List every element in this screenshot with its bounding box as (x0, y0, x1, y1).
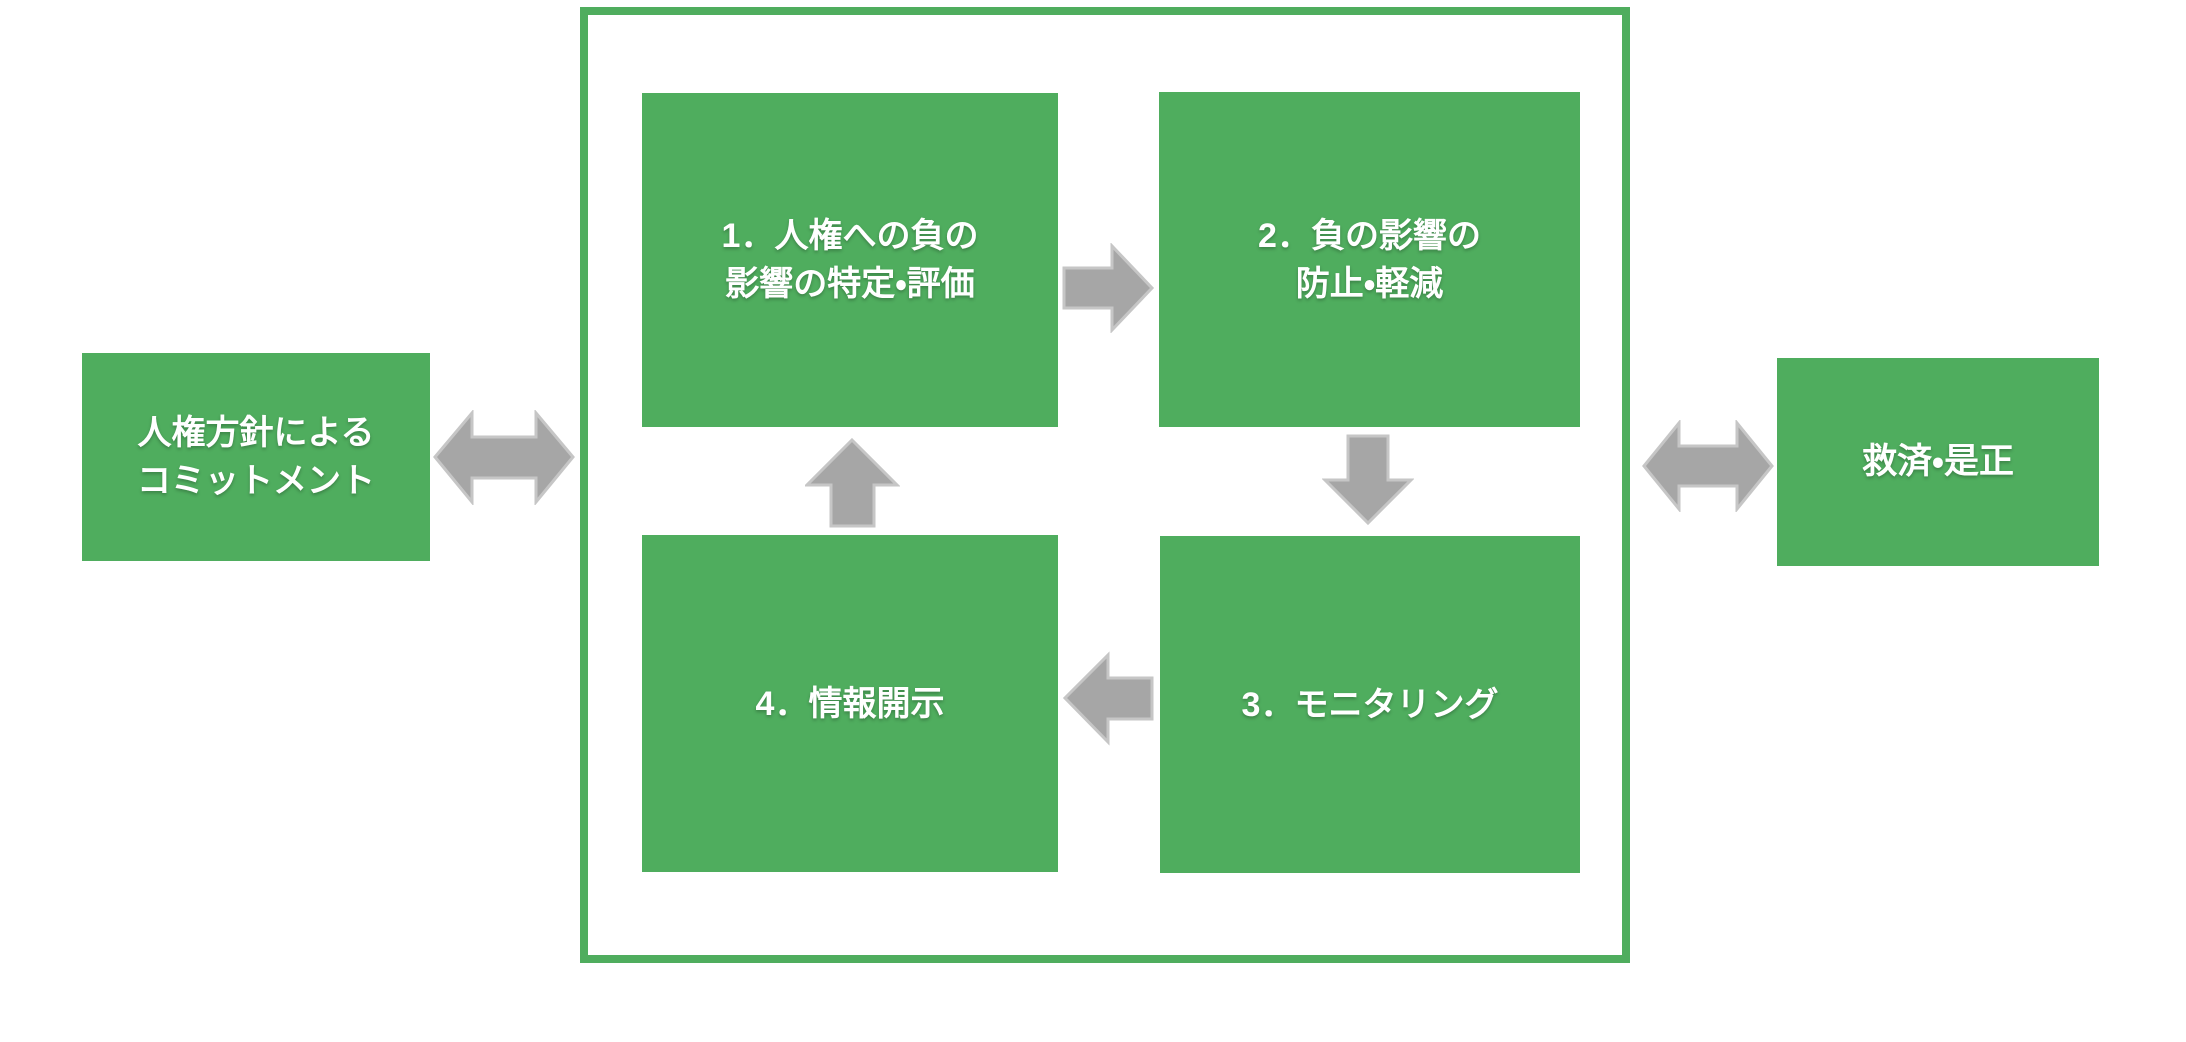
arrow-right-icon (1062, 243, 1155, 333)
step-3-box: 3．モニタリング (1160, 536, 1580, 873)
policy-commitment-label-line1: 人権方針による (137, 414, 375, 452)
policy-commitment-box: 人権方針による コミットメント (82, 353, 430, 561)
double-horizontal-arrow-icon (1642, 420, 1774, 512)
step-3-label-line1: 3．モニタリング (1241, 685, 1499, 724)
step-2-label-line1: 2．負の影響の (1258, 216, 1481, 255)
arrow-left-icon (1062, 651, 1154, 746)
step-4-box: 4．情報開示 (642, 535, 1058, 872)
step-1-box: 1．人権への負の 影響の特定・評価 (642, 93, 1058, 427)
step-2-box: 2．負の影響の 防止・軽減 (1159, 92, 1580, 427)
step-1-label-line1: 1．人権への負の (721, 217, 979, 255)
double-horizontal-arrow-icon (433, 410, 575, 505)
step-1-label-line2: 影響の特定・評価 (725, 265, 975, 303)
step-4-label-line1: 4．情報開示 (755, 684, 945, 723)
remedy-correction-label: 救済・是正 (1862, 442, 2014, 481)
policy-commitment-label-line2: コミットメント (137, 462, 375, 500)
due-diligence-cycle-frame (580, 7, 1630, 963)
arrow-down-icon (1322, 434, 1414, 526)
arrow-up-icon (805, 438, 900, 528)
step-2-label-line2: 防止・軽減 (1295, 264, 1444, 303)
remedy-correction-box: 救済・是正 (1777, 358, 2099, 566)
